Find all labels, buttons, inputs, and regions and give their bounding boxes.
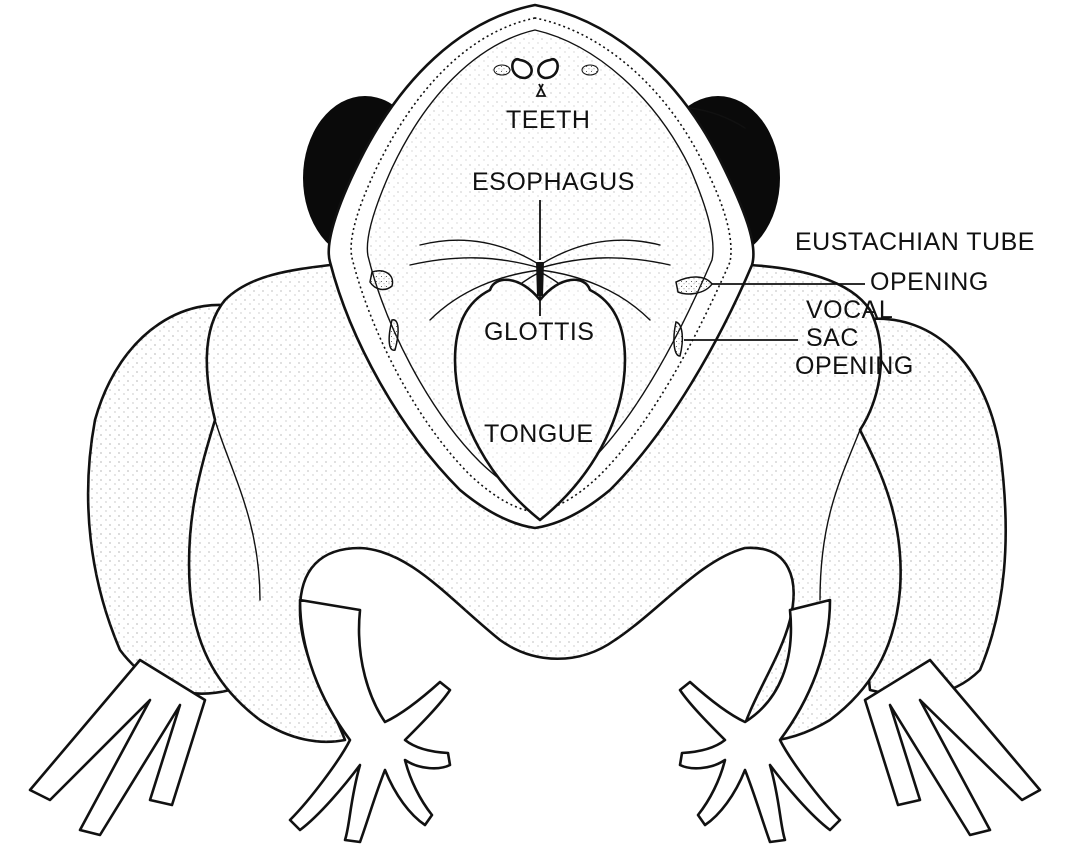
label-vocal-line1: VOCAL (806, 296, 893, 324)
label-tongue: TONGUE (484, 420, 594, 448)
left-eustachian-opening (370, 271, 393, 290)
label-eustachian-line1: EUSTACHIAN TUBE (795, 228, 1035, 256)
label-vocal-line3: OPENING (795, 352, 914, 380)
label-glottis: GLOTTIS (484, 318, 594, 346)
label-esophagus: ESOPHAGUS (472, 168, 635, 196)
label-vocal-line2: SAC (806, 324, 859, 352)
left-hind-toes (30, 660, 205, 835)
label-teeth: TEETH (506, 106, 590, 134)
right-hind-toes (865, 660, 1040, 835)
right-vocal-sac-opening (674, 322, 682, 356)
glottis-slit (536, 262, 544, 296)
left-vocal-sac-opening (389, 320, 398, 350)
label-eustachian-line2: OPENING (870, 268, 989, 296)
